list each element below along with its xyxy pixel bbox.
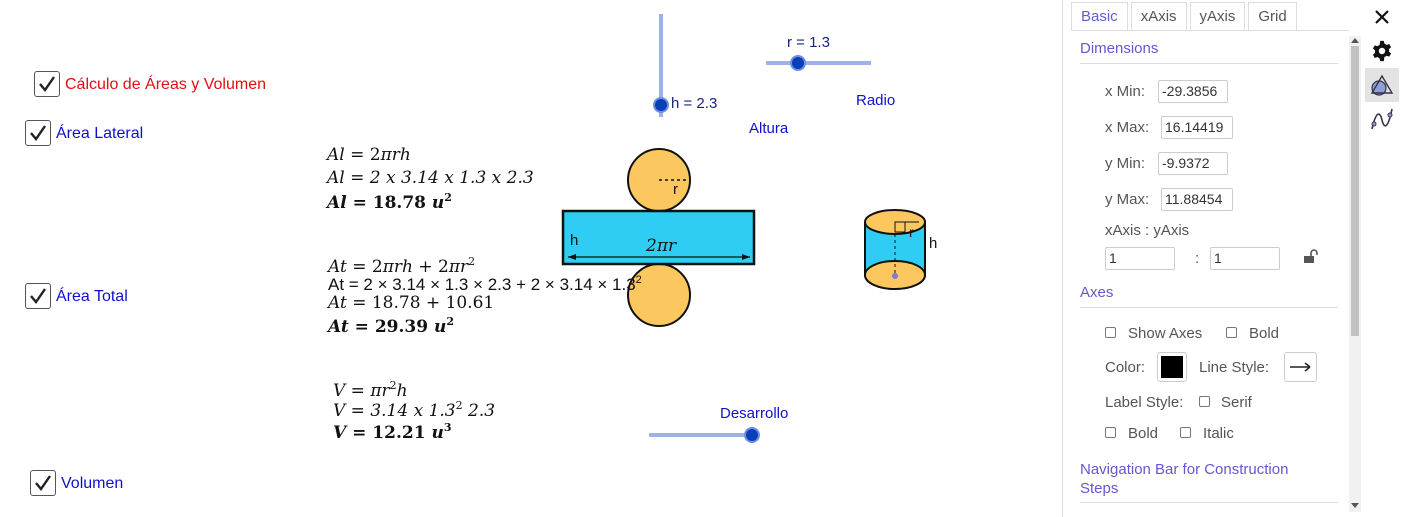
lateral-formula-line2: Al = 2 x 3.14 x 1.3 x 2.3 [327, 168, 534, 188]
dimensions-title: Dimensions [1080, 40, 1159, 57]
radius-slider-knob[interactable] [790, 55, 806, 71]
cylinder-center-point [892, 273, 898, 279]
develop-slider-caption: Desarrollo [720, 405, 789, 422]
xmax-label: x Max: [1105, 119, 1150, 136]
nav-divider [1080, 502, 1338, 503]
height-slider-knob[interactable] [653, 97, 669, 113]
dimensions-divider [1080, 63, 1338, 64]
panel-scrollbar[interactable] [1349, 36, 1361, 512]
line-style-label: Line Style: [1199, 359, 1270, 376]
radius-slider-value: r = 1.3 [787, 34, 830, 51]
graphics-settings-button[interactable] [1365, 68, 1399, 102]
xmin-field[interactable]: -29.3856 [1158, 80, 1228, 103]
gear-icon [1372, 40, 1392, 62]
right-angle-mark [894, 221, 906, 233]
xmax-field[interactable]: 16.14419 [1161, 116, 1233, 139]
label-bold-label: Bold [1128, 425, 1159, 442]
total-formula-line3: At = 18.78 + 10.61 [328, 293, 495, 313]
axis-color-button[interactable] [1157, 352, 1187, 382]
axis-ratio-y-field[interactable]: 1 [1210, 247, 1280, 270]
total-formula-line2: At = 2 × 3.14 × 1.3 × 2.3 + 2 × 3.14 × 1… [328, 274, 642, 294]
bold-label: Bold [1249, 325, 1280, 342]
axes-divider [1080, 307, 1338, 308]
line-style-button[interactable] [1284, 352, 1317, 382]
arrow-left-icon [568, 254, 576, 260]
label-bold-checkbox[interactable] [1105, 427, 1116, 438]
cylinder-height-label: h [929, 235, 938, 252]
calc-checkbox-label: Cálculo de Áreas y Volumen [65, 76, 266, 93]
volume-formula-line2: V = 3.14 x 1.32 2.3 [333, 399, 496, 421]
checkmark-icon [30, 288, 46, 304]
navigation-bar-title: Navigation Bar for Construction Steps [1080, 461, 1289, 497]
lateral-formula-line3: Al = 18.78 u2 [327, 191, 452, 213]
close-button[interactable] [1365, 0, 1399, 34]
color-label: Color: [1105, 359, 1146, 376]
net-height-label: h [570, 232, 579, 249]
height-slider-value: h = 2.3 [671, 95, 718, 112]
checkmark-icon [39, 76, 55, 92]
italic-checkbox[interactable] [1180, 427, 1191, 438]
settings-panel: Basic xAxis yAxis Grid Dimensions x Min:… [1062, 0, 1364, 517]
ymax-label: y Max: [1105, 191, 1150, 208]
checkmark-icon [35, 475, 51, 491]
calc-checkbox[interactable] [34, 71, 60, 97]
cylinder-hidden-edge [864, 260, 926, 276]
axis-ratio-separator: : [1195, 250, 1200, 267]
ymin-field[interactable]: -9.9372 [1158, 152, 1228, 175]
total-formula-line1: At = 2πrh + 2πr2 [328, 255, 476, 277]
tab-basic[interactable]: Basic [1071, 2, 1128, 30]
settings-button[interactable] [1365, 34, 1399, 68]
scroll-up-icon[interactable] [1351, 37, 1359, 43]
xmin-label: x Min: [1105, 83, 1146, 100]
tool-strip [1364, 0, 1401, 517]
tab-grid[interactable]: Grid [1248, 2, 1297, 30]
total-formula-line4: At = 29.39 u2 [328, 315, 455, 337]
construction-drawing [561, 14, 926, 443]
show-axes-checkbox[interactable] [1105, 327, 1116, 338]
circumference-label: 2πr [646, 236, 677, 256]
settings-tabs: Basic xAxis yAxis Grid [1071, 2, 1300, 30]
axis-ratio-label: xAxis : yAxis [1105, 222, 1190, 239]
lateral-area-checkbox-label: Área Lateral [56, 125, 144, 142]
tab-yaxis[interactable]: yAxis [1189, 2, 1246, 30]
axes-title: Axes [1080, 284, 1114, 301]
volume-formula-line1: V = πr2h [333, 379, 408, 401]
tab-xaxis[interactable]: xAxis [1130, 2, 1187, 30]
net-lateral-rectangle [561, 209, 756, 266]
tabs-divider [1071, 30, 1349, 31]
total-area-checkbox[interactable] [25, 283, 51, 309]
volume-checkbox[interactable] [30, 470, 56, 496]
net-radius-label: r [673, 181, 678, 198]
graphics-view-icon [1370, 74, 1394, 96]
ymin-label: y Min: [1105, 155, 1146, 172]
axis-ratio-x-field[interactable]: 1 [1105, 247, 1175, 270]
scroll-thumb[interactable] [1351, 46, 1359, 336]
volume-formula-line3: V = 12.21 u3 [333, 421, 452, 443]
arrow-line-icon [1290, 362, 1311, 372]
arrow-right-icon [742, 254, 750, 260]
label-style-label: Label Style: [1105, 394, 1184, 411]
cylinder-radius-label: r [909, 224, 914, 240]
serif-checkbox[interactable] [1199, 396, 1210, 407]
scroll-down-icon[interactable] [1351, 503, 1359, 509]
lateral-area-checkbox[interactable] [25, 120, 51, 146]
close-icon [1375, 10, 1389, 24]
ymax-field[interactable]: 11.88454 [1161, 188, 1233, 211]
italic-label: Italic [1203, 425, 1234, 442]
serif-label: Serif [1221, 394, 1252, 411]
height-slider-caption: Altura [749, 120, 789, 137]
lateral-formula-line1: Al = 2πrh [327, 145, 411, 165]
volume-checkbox-label: Volumen [61, 475, 124, 492]
axis-color-swatch [1161, 356, 1183, 378]
show-axes-label: Show Axes [1128, 325, 1203, 342]
radius-slider-caption: Radio [856, 92, 896, 109]
bold-checkbox[interactable] [1226, 327, 1237, 338]
total-area-checkbox-label: Área Total [56, 288, 128, 305]
develop-slider-knob[interactable] [744, 427, 760, 443]
unlock-icon[interactable] [1303, 248, 1319, 264]
function-curve-icon [1371, 108, 1393, 130]
algebra-settings-button[interactable] [1365, 102, 1399, 136]
graphics-view[interactable]: Cálculo de Áreas y Volumen Área Lateral … [0, 0, 1062, 517]
checkmark-icon [30, 125, 46, 141]
